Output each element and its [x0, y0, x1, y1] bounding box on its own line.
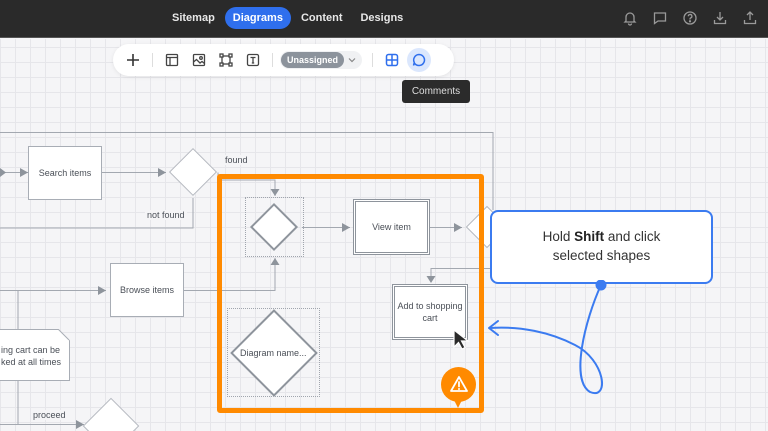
- grid-icon: [385, 53, 399, 67]
- upload-icon[interactable]: [740, 8, 760, 28]
- top-actions: [620, 8, 760, 28]
- comments-tooltip: Comments: [402, 80, 470, 103]
- top-bar: Sitemap Diagrams Content Designs: [0, 0, 768, 38]
- search-items-shape[interactable]: Search items: [28, 146, 102, 200]
- add-cart-line-2: cart: [422, 313, 438, 323]
- toolbar-divider: [152, 53, 153, 67]
- text-button[interactable]: [241, 48, 265, 72]
- assignee-value: Unassigned: [281, 52, 345, 68]
- proceed-label: proceed: [31, 410, 68, 420]
- assignee-dropdown[interactable]: Unassigned: [280, 51, 363, 69]
- callout-line-2: selected shapes: [552, 248, 651, 263]
- toolbar-divider: [372, 53, 374, 67]
- frame-icon: [219, 53, 233, 67]
- hint-callout: Hold Shift and click selected shapes: [490, 210, 713, 284]
- not-found-label: not found: [145, 210, 187, 220]
- note-fold: [57, 329, 70, 341]
- note-line-1: ing cart can be: [1, 345, 61, 355]
- bell-icon[interactable]: [620, 8, 640, 28]
- diagram-toolbar: Unassigned: [113, 44, 454, 76]
- toolbar-divider: [272, 53, 273, 67]
- image-icon: [192, 53, 206, 67]
- selection-bounds: [245, 197, 304, 257]
- layout-icon: [165, 53, 179, 67]
- diagram-name-label: Diagram name...: [240, 348, 307, 358]
- comment-icon: [412, 53, 426, 67]
- add-button[interactable]: [121, 48, 145, 72]
- callout-shift: Shift: [574, 229, 605, 245]
- text-icon: [246, 53, 260, 67]
- found-label: found: [223, 155, 250, 165]
- tab-diagrams[interactable]: Diagrams: [224, 7, 291, 29]
- callout-post: and click: [604, 229, 661, 245]
- download-icon[interactable]: [710, 8, 730, 28]
- frame-button[interactable]: [214, 48, 238, 72]
- image-button[interactable]: [187, 48, 211, 72]
- curved-arrow: [488, 280, 607, 395]
- main-nav: Sitemap Diagrams Content Designs: [164, 7, 411, 29]
- comments-button[interactable]: [407, 48, 432, 72]
- view-item-shape[interactable]: View item: [353, 199, 430, 255]
- callout-pre: Hold: [542, 229, 575, 245]
- chevron-down-icon: [348, 58, 356, 63]
- layout-button[interactable]: [160, 48, 184, 72]
- browse-items-shape[interactable]: Browse items: [110, 263, 184, 317]
- tab-content[interactable]: Content: [300, 12, 343, 24]
- help-icon[interactable]: [680, 8, 700, 28]
- note-shape[interactable]: ing cart can be ked at all times: [0, 329, 70, 381]
- add-icon: [127, 54, 139, 66]
- tab-sitemap[interactable]: Sitemap: [172, 12, 215, 24]
- grid-view-button[interactable]: [380, 48, 404, 72]
- cursor-icon: [453, 328, 470, 350]
- warning-badge[interactable]: [441, 367, 476, 408]
- warning-icon: [449, 376, 468, 392]
- highlight-frame: [217, 174, 484, 413]
- add-cart-line-1: Add to shopping: [397, 300, 463, 311]
- chat-icon[interactable]: [650, 8, 670, 28]
- note-line-2: ked at all times: [1, 357, 62, 368]
- tab-designs[interactable]: Designs: [360, 12, 404, 24]
